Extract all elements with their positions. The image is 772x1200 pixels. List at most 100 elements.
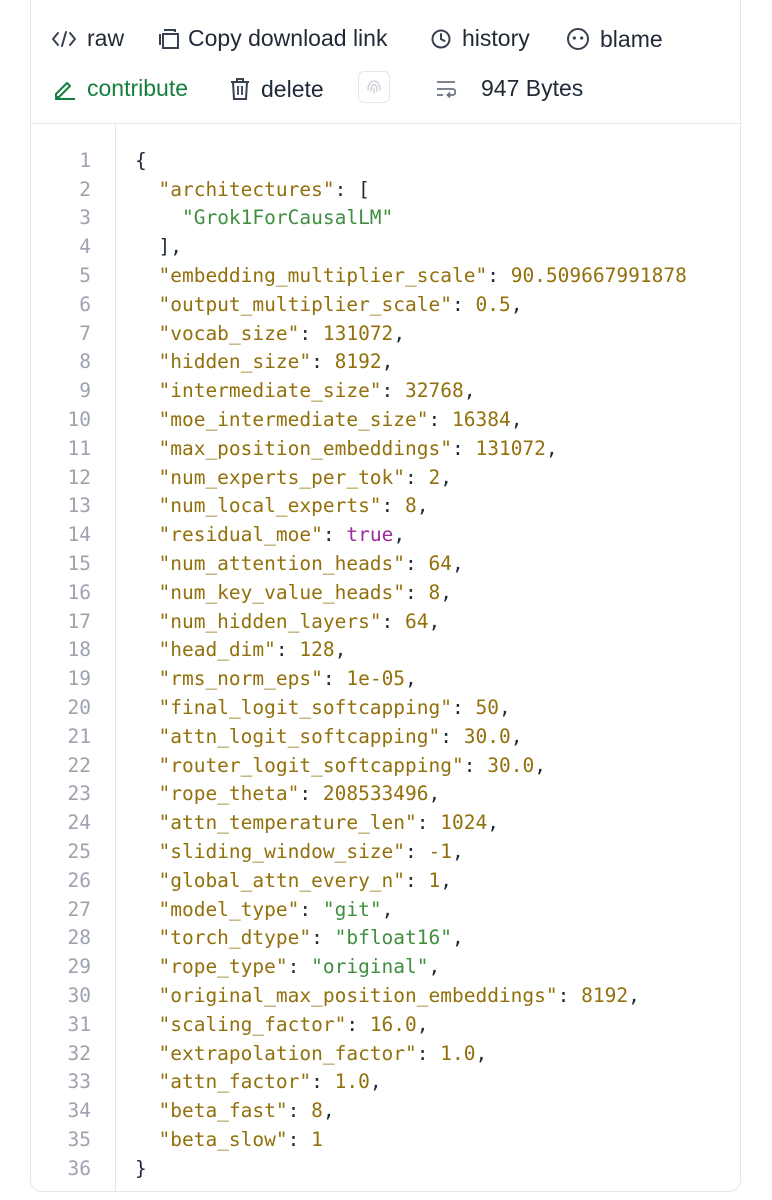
line-number: 18 [67,638,91,662]
line-number: 29 [67,955,91,979]
code-token: , [498,696,511,720]
code-token: "num_local_experts" [158,494,382,518]
line-content: "Grok1ForCausalLM" [91,206,740,229]
safety-scan-button[interactable] [358,71,390,103]
code-line: 1{ [31,146,740,175]
line-number: 25 [67,840,91,864]
code-icon [51,30,77,48]
line-content: "rms_norm_eps": 1e-05, [91,667,740,690]
line-content: "attn_temperature_len": 1024, [91,811,740,834]
code-token [135,667,158,690]
line-number: 2 [79,177,91,201]
code-token [135,926,158,949]
code-token: : [311,350,335,374]
line-number: 8 [79,350,91,374]
code-token: : [322,523,347,547]
code-line: 7 "vocab_size": 131072, [31,319,740,348]
code-line: 36} [31,1154,740,1183]
line-content: "num_local_experts": 8, [91,494,740,517]
code-token: 131072 [322,321,394,345]
code-line: 35 "beta_slow": 1 [31,1125,740,1154]
code-token: "attn_temperature_len" [158,811,417,835]
line-number: 22 [67,753,91,777]
line-content: "attn_factor": 1.0, [91,1070,740,1093]
code-token: , [510,724,523,748]
delete-button[interactable]: delete [229,77,324,101]
code-token: , [428,609,441,633]
line-number: 27 [67,897,91,921]
code-token: "intermediate_size" [158,379,382,403]
code-line: 17 "num_hidden_layers": 64, [31,607,740,636]
line-content: "torch_dtype": "bfloat16", [91,926,740,949]
line-number: 11 [67,436,91,460]
code-line: 2 "architectures": [ [31,175,740,204]
code-token [135,293,158,316]
code-token [135,638,158,661]
line-number: 17 [67,609,91,633]
line-content: "final_logit_softcapping": 50, [91,696,740,719]
pencil-icon [53,78,77,100]
smiley-icon [566,27,590,51]
line-number: 15 [67,552,91,576]
clock-icon [430,28,452,50]
line-number: 5 [79,264,91,288]
code-token: : [451,436,476,460]
line-content: "num_key_value_heads": 8, [91,581,740,604]
line-content: "sliding_window_size": -1, [91,840,740,863]
code-token [135,206,182,229]
code-token: 208533496 [322,782,429,806]
code-line: 34 "beta_fast": 8, [31,1096,740,1125]
line-number: 14 [67,523,91,547]
code-token [135,523,158,546]
code-token: "final_logit_softcapping" [158,696,452,720]
code-token [135,264,158,287]
code-token: "head_dim" [158,638,276,662]
code-token [135,1013,158,1036]
line-number: 10 [67,408,91,432]
code-token: "num_experts_per_tok" [158,465,406,489]
code-token: 1e-05 [346,667,406,691]
code-token: : [405,840,429,864]
code-token: 1024 [440,811,488,835]
line-content: "rope_type": "original", [91,955,740,978]
code-token: "torch_dtype" [158,926,312,950]
code-token: , [440,580,453,604]
code-token: : [311,926,335,950]
code-token [135,955,158,978]
code-line: 24 "attn_temperature_len": 1024, [31,808,740,837]
wrap-lines-icon[interactable] [435,79,459,99]
code-line: 11 "max_position_embeddings": 131072, [31,434,740,463]
code-token: , [510,408,523,432]
code-token: "original_max_position_embeddings" [158,984,558,1007]
code-token: : [487,264,511,288]
code-line: 19 "rms_norm_eps": 1e-05, [31,664,740,693]
code-token [135,725,158,748]
code-line: 23 "rope_theta": 208533496, [31,780,740,809]
line-content: "num_experts_per_tok": 2, [91,466,740,489]
code-token [135,581,158,604]
copy-download-link-button[interactable]: Copy download link [158,27,387,50]
code-line: 13 "num_local_experts": 8, [31,492,740,521]
code-token: 16.0 [369,1012,417,1036]
line-number: 23 [67,782,91,806]
line-number: 21 [67,724,91,748]
code-token: "beta_slow" [158,1127,288,1151]
code-token: , [416,494,429,518]
blame-button[interactable]: blame [566,27,663,51]
code-token: , [393,321,406,345]
code-token: 64 [405,609,429,633]
code-token: , [334,638,347,662]
file-toolbar: raw Copy download link history blame con [31,0,740,124]
code-token: "Grok1ForCausalLM" [181,206,394,230]
code-token: : [440,724,464,748]
code-token: 0.5 [475,292,511,316]
raw-button[interactable]: raw [51,27,124,50]
file-size: 947 Bytes [435,77,583,100]
trash-icon [229,77,251,101]
line-content: "moe_intermediate_size": 16384, [91,408,740,431]
contribute-button[interactable]: contribute [53,77,188,100]
code-token: : [416,811,441,835]
line-number: 34 [67,1099,91,1123]
history-button[interactable]: history [430,27,530,50]
code-token: , [545,436,558,460]
